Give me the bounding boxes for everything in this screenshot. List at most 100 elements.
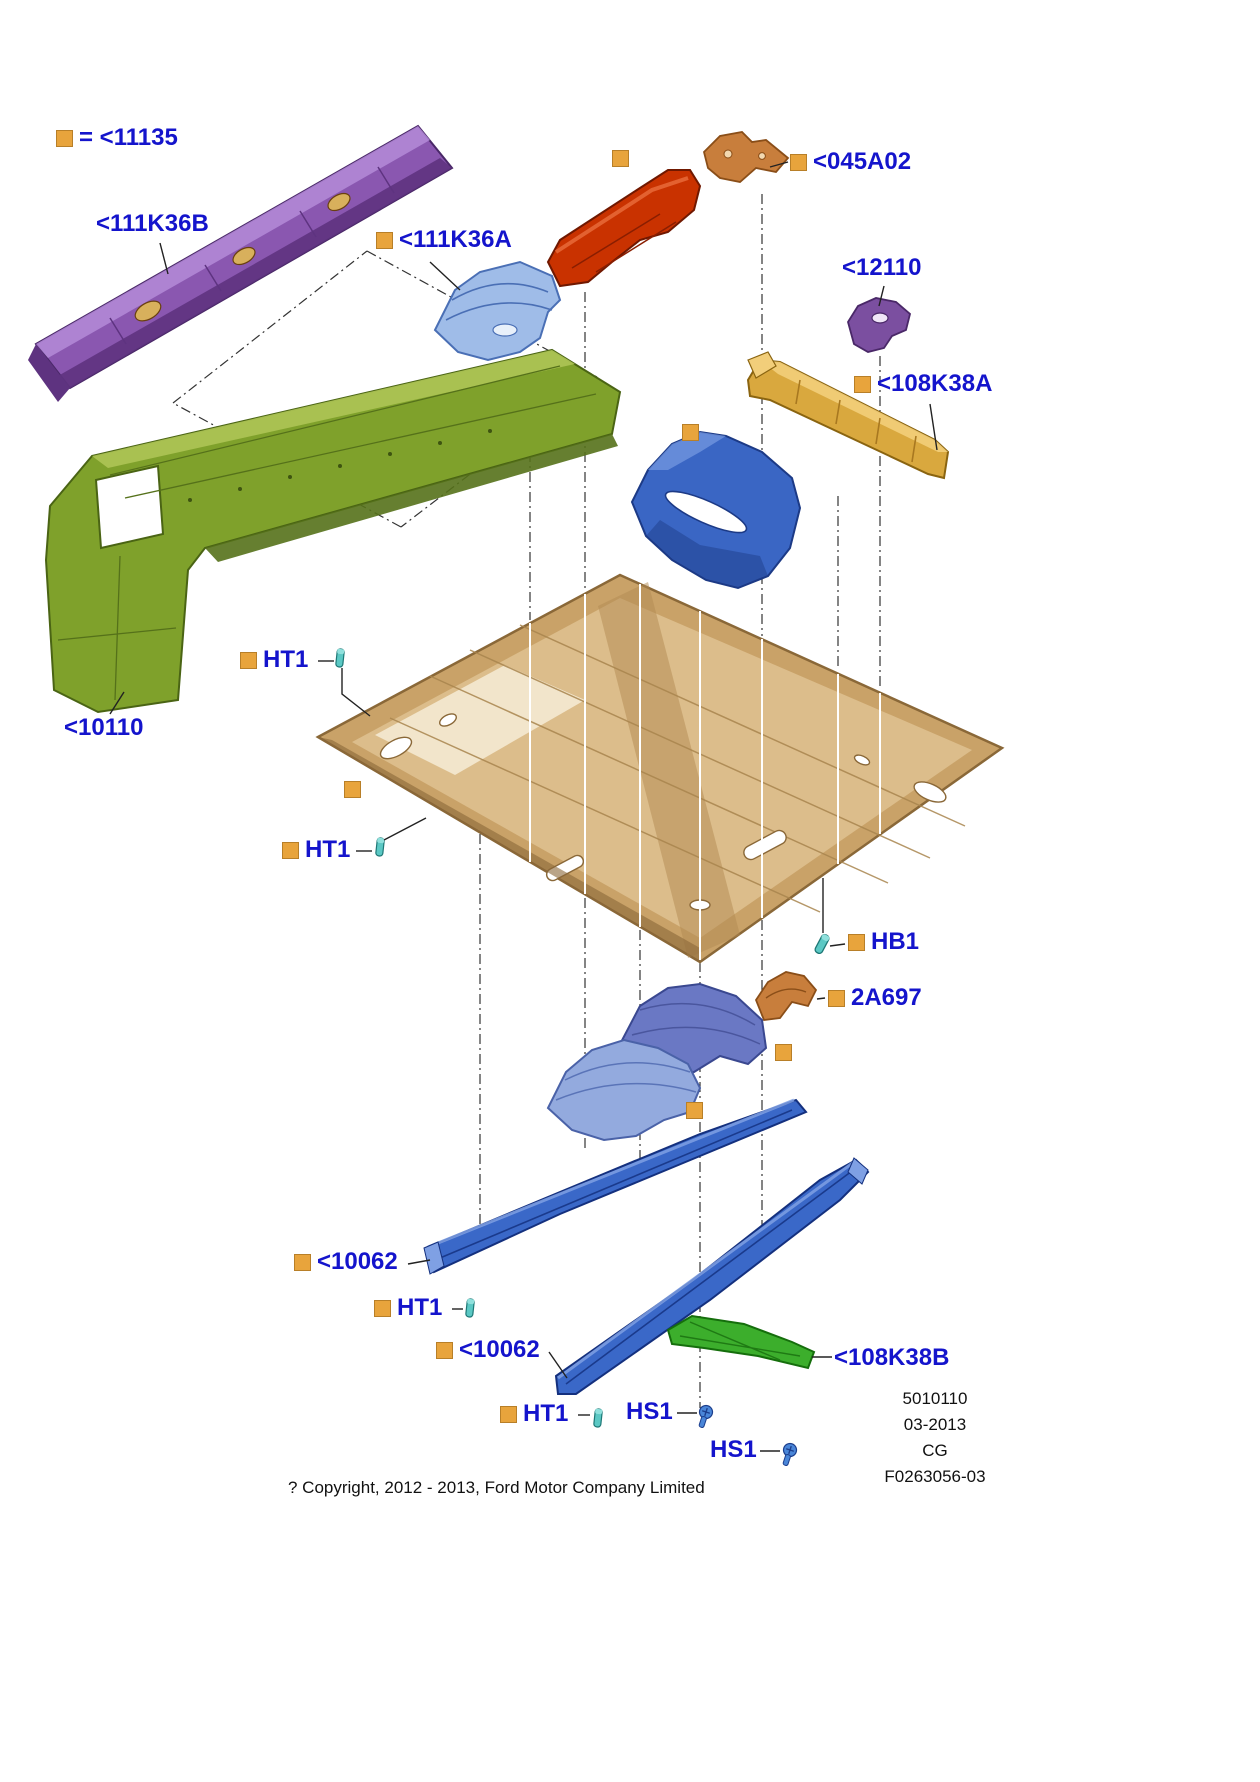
part-12110-body <box>847 297 912 353</box>
hs1-screw <box>694 1403 715 1430</box>
ht1-pin <box>334 648 346 668</box>
part-10062-front[interactable] <box>423 1098 808 1275</box>
projection-lines <box>529 584 881 960</box>
part-10062-front-highlight <box>427 1098 795 1249</box>
label-111K36B[interactable]: <111K36B <box>96 212 209 236</box>
doc-date: 03-2013 <box>903 1415 967 1434</box>
part-tunnel-front[interactable] <box>546 1038 702 1142</box>
label-10110-text: <10110 <box>64 714 144 741</box>
part-108K38B-body <box>666 1314 816 1370</box>
part-045A02-hole <box>758 152 766 160</box>
part-10062-rear-ridge <box>565 1167 857 1385</box>
label-hs1-text: HS1 <box>626 1398 673 1425</box>
fastener-marker-icon <box>376 231 393 249</box>
label-108K38A-text: <108K38A <box>877 370 993 397</box>
part-108K38B[interactable] <box>666 1314 816 1370</box>
part-10062-rear[interactable] <box>554 1157 870 1395</box>
part-108K38A-highlight <box>760 360 948 452</box>
part-tunnel-front-ribs <box>555 1061 697 1101</box>
label-ht1-4[interactable]: HT1 <box>500 1402 568 1426</box>
label-108K38B[interactable]: <108K38B <box>834 1346 949 1370</box>
part-111K36B-end <box>28 344 70 402</box>
part-tunnel-rear-ribs <box>631 1002 761 1045</box>
fastener-marker-icon <box>848 933 865 951</box>
label-hs1-1[interactable]: HS1 <box>626 1400 673 1424</box>
part-floorpan-sheen <box>375 665 585 775</box>
part-111K36B-hole <box>232 246 256 266</box>
part-10062-rear-body <box>554 1158 870 1395</box>
part-2A697-rib <box>765 988 807 999</box>
fastener-marker-icon <box>500 1405 517 1423</box>
part-blue-crossmember-highlight <box>648 432 726 470</box>
label-108K38A[interactable]: <108K38A <box>854 372 992 396</box>
label-hb1-text: HB1 <box>871 928 920 955</box>
fastener-marker-icon <box>828 989 845 1007</box>
doc-code: CG <box>922 1441 948 1460</box>
part-10110-lines <box>109 365 597 499</box>
label-111K36A-text: <111K36A <box>399 226 512 253</box>
part-111K36B[interactable] <box>28 124 454 402</box>
label-108K38B-text: <108K38B <box>834 1344 950 1371</box>
fastener-marker <box>686 1102 703 1119</box>
part-10062-front-end <box>423 1241 445 1275</box>
label-10062-text: <10062 <box>459 1336 540 1363</box>
label-10110[interactable]: <10110 <box>64 716 143 740</box>
part-2A697-body <box>754 971 818 1021</box>
label-ht1-1[interactable]: HT1 <box>240 648 308 672</box>
part-111K36B-hole <box>134 300 162 322</box>
ht1-pin <box>464 1298 476 1318</box>
part-blue-crossmember[interactable] <box>630 430 802 590</box>
part-2A697[interactable] <box>754 971 818 1021</box>
label-ht1-text: HT1 <box>263 646 309 673</box>
label-12110[interactable]: <12110 <box>842 256 921 280</box>
label-hb1[interactable]: HB1 <box>848 930 919 954</box>
fastener-marker-icon <box>56 129 73 147</box>
hs1-screw <box>778 1441 799 1468</box>
hb1-bolt <box>813 932 831 956</box>
leader-lines <box>109 161 938 1452</box>
part-111K36A-ribs <box>445 282 553 321</box>
part-12110-hole <box>871 312 889 324</box>
part-10110-lines <box>57 555 177 701</box>
part-108K38B-ribs <box>679 1321 801 1361</box>
part-red-shield-ribs <box>571 213 677 273</box>
fastener-marker-icon <box>282 841 299 859</box>
part-111K36B-shadow <box>58 158 452 388</box>
part-10062-front-ridge <box>439 1109 793 1259</box>
label-10062-2[interactable]: <10062 <box>436 1338 540 1362</box>
part-10110-spotwelds <box>188 429 492 502</box>
part-red-shield-body <box>546 169 702 288</box>
part-108K38A-flange <box>747 351 777 379</box>
ht1-pin <box>374 837 386 857</box>
label-hs1-2[interactable]: HS1 <box>710 1438 757 1462</box>
label-ht1-3[interactable]: HT1 <box>374 1296 442 1320</box>
part-10110-highlight <box>92 350 575 468</box>
part-111K36B-hole <box>327 192 351 212</box>
part-10062-rear-highlight <box>557 1160 855 1380</box>
label-10062-1[interactable]: <10062 <box>294 1250 398 1274</box>
label-2A697[interactable]: 2A697 <box>828 986 922 1010</box>
part-045A02-hole <box>723 149 733 159</box>
doc-ref: F0263056-03 <box>884 1467 986 1486</box>
part-red-shield[interactable] <box>546 169 702 288</box>
label-ht1-text: HT1 <box>397 1294 443 1321</box>
part-111K36B-highlight <box>36 126 430 358</box>
part-111K36A-hole <box>492 323 518 337</box>
label-045A02-text: <045A02 <box>813 148 912 175</box>
fastener-marker-icon <box>790 153 807 171</box>
label-ht1-2[interactable]: HT1 <box>282 838 350 862</box>
part-floorpan[interactable] <box>315 573 1005 964</box>
label-045A02[interactable]: <045A02 <box>790 150 911 174</box>
part-blue-crossmember-slot <box>664 490 748 534</box>
label-111K36A[interactable]: <111K36A <box>376 228 512 252</box>
part-045A02[interactable] <box>703 131 790 183</box>
label-12110-text: <12110 <box>842 254 922 281</box>
part-111K36A[interactable] <box>433 260 562 362</box>
part-12110[interactable] <box>847 297 912 353</box>
label-10062-text: <10062 <box>317 1248 398 1275</box>
part-108K38A[interactable] <box>746 351 950 480</box>
label-2A697-text: 2A697 <box>851 984 922 1011</box>
part-10110[interactable] <box>44 348 622 714</box>
